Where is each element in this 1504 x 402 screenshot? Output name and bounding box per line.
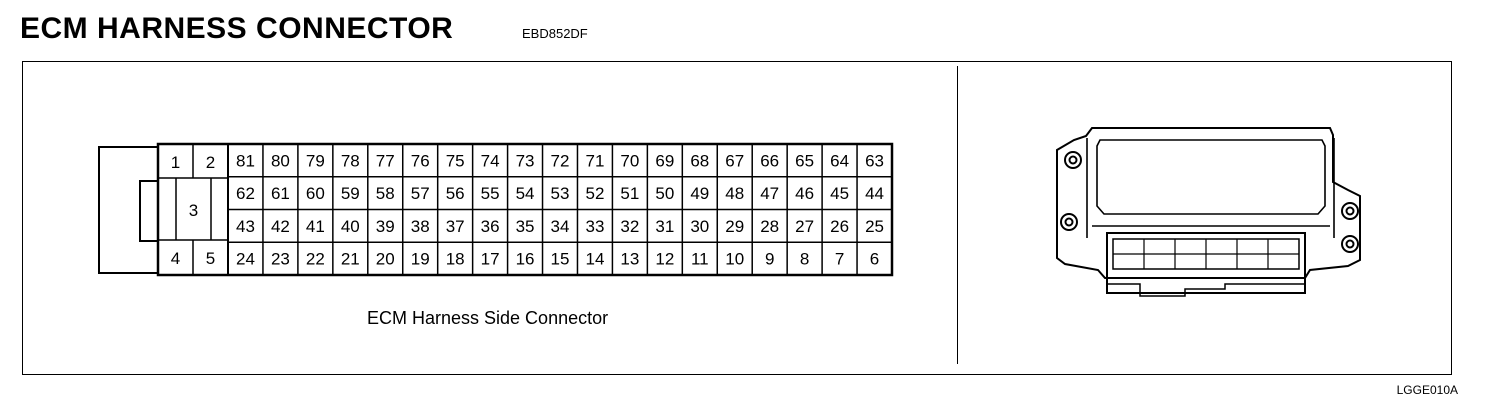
pin-label: 77: [376, 151, 395, 170]
pin-label: 62: [236, 184, 255, 203]
pin-label: 12: [655, 250, 674, 269]
pin-label: 36: [481, 217, 500, 236]
pin-label: 42: [271, 217, 290, 236]
pin-label: 73: [516, 151, 535, 170]
pin-label: 40: [341, 217, 360, 236]
pin-label: 22: [306, 250, 325, 269]
pin-label: 66: [760, 151, 779, 170]
pin-label: 7: [835, 250, 844, 269]
pin-label: 3: [189, 201, 198, 220]
pin-label: 46: [795, 184, 814, 203]
pin-label: 15: [551, 250, 570, 269]
pin-label: 51: [620, 184, 639, 203]
pin-label: 69: [655, 151, 674, 170]
pin-label: 44: [865, 184, 884, 203]
pin-label: 24: [236, 250, 255, 269]
ecm-unit-illustration: [1056, 127, 1361, 297]
pin-label: 49: [690, 184, 709, 203]
pin-label: 48: [725, 184, 744, 203]
pin-label: 57: [411, 184, 430, 203]
pin-label: 8: [800, 250, 809, 269]
small-pin-block: 1 2 3 4 5: [158, 144, 228, 275]
pin-label: 16: [516, 250, 535, 269]
pin-label: 64: [830, 151, 849, 170]
pin-label: 14: [585, 250, 604, 269]
pin-label: 18: [446, 250, 465, 269]
pin-label: 21: [341, 250, 360, 269]
pin-label: 72: [551, 151, 570, 170]
pin-label: 52: [585, 184, 604, 203]
pin-label: 33: [585, 217, 604, 236]
pin-label: 74: [481, 151, 500, 170]
pin-label: 5: [206, 249, 215, 268]
pin-label: 17: [481, 250, 500, 269]
pin-label: 61: [271, 184, 290, 203]
pin-label: 29: [725, 217, 744, 236]
pin-label: 31: [655, 217, 674, 236]
pin-label: 79: [306, 151, 325, 170]
pin-label: 30: [690, 217, 709, 236]
figure-code: LGGE010A: [1396, 383, 1458, 397]
pin-label: 65: [795, 151, 814, 170]
pin-label: 23: [271, 250, 290, 269]
pin-label: 19: [411, 250, 430, 269]
connector-latch: [98, 146, 159, 274]
pin-label: 54: [516, 184, 535, 203]
pin-label: 75: [446, 151, 465, 170]
pin-label: 58: [376, 184, 395, 203]
pin-label: 59: [341, 184, 360, 203]
pin-label: 70: [620, 151, 639, 170]
pin-label: 78: [341, 151, 360, 170]
pin-label: 39: [376, 217, 395, 236]
connector-caption: ECM Harness Side Connector: [367, 308, 609, 328]
pin-label: 67: [725, 151, 744, 170]
pin-label: 37: [446, 217, 465, 236]
diagram-frame: [22, 61, 1452, 375]
pin-label: 10: [725, 250, 744, 269]
pin-label: 47: [760, 184, 779, 203]
pin-label: 2: [206, 153, 215, 172]
pin-label: 43: [236, 217, 255, 236]
pin-label: 71: [585, 151, 604, 170]
pin-label: 60: [306, 184, 325, 203]
pin-label: 55: [481, 184, 500, 203]
pin-label: 45: [830, 184, 849, 203]
pin-label: 41: [306, 217, 325, 236]
pin-label: 63: [865, 151, 884, 170]
pin-label: 34: [551, 217, 570, 236]
pin-label: 28: [760, 217, 779, 236]
pin-label: 11: [691, 250, 709, 269]
pin-label: 53: [551, 184, 570, 203]
pin-label: 80: [271, 151, 290, 170]
pin-label: 4: [171, 249, 180, 268]
pin-label: 32: [620, 217, 639, 236]
pin-label: 6: [870, 250, 879, 269]
pin-label: 27: [795, 217, 814, 236]
pin-label: 35: [516, 217, 535, 236]
document-code: EBD852DF: [522, 26, 588, 41]
pin-label: 13: [620, 250, 639, 269]
pin-label: 9: [765, 250, 774, 269]
pin-label: 68: [690, 151, 709, 170]
page-title: ECM HARNESS CONNECTOR: [20, 12, 454, 45]
pin-label: 20: [376, 250, 395, 269]
pin-label: 38: [411, 217, 430, 236]
pin-label: 81: [236, 151, 255, 170]
pin-label: 26: [830, 217, 849, 236]
pin-label: 1: [171, 153, 180, 172]
pin-label: 76: [411, 151, 430, 170]
pin-label: 25: [865, 217, 884, 236]
panel-divider: [957, 66, 958, 364]
pin-label: 56: [446, 184, 465, 203]
pin-label: 50: [655, 184, 674, 203]
